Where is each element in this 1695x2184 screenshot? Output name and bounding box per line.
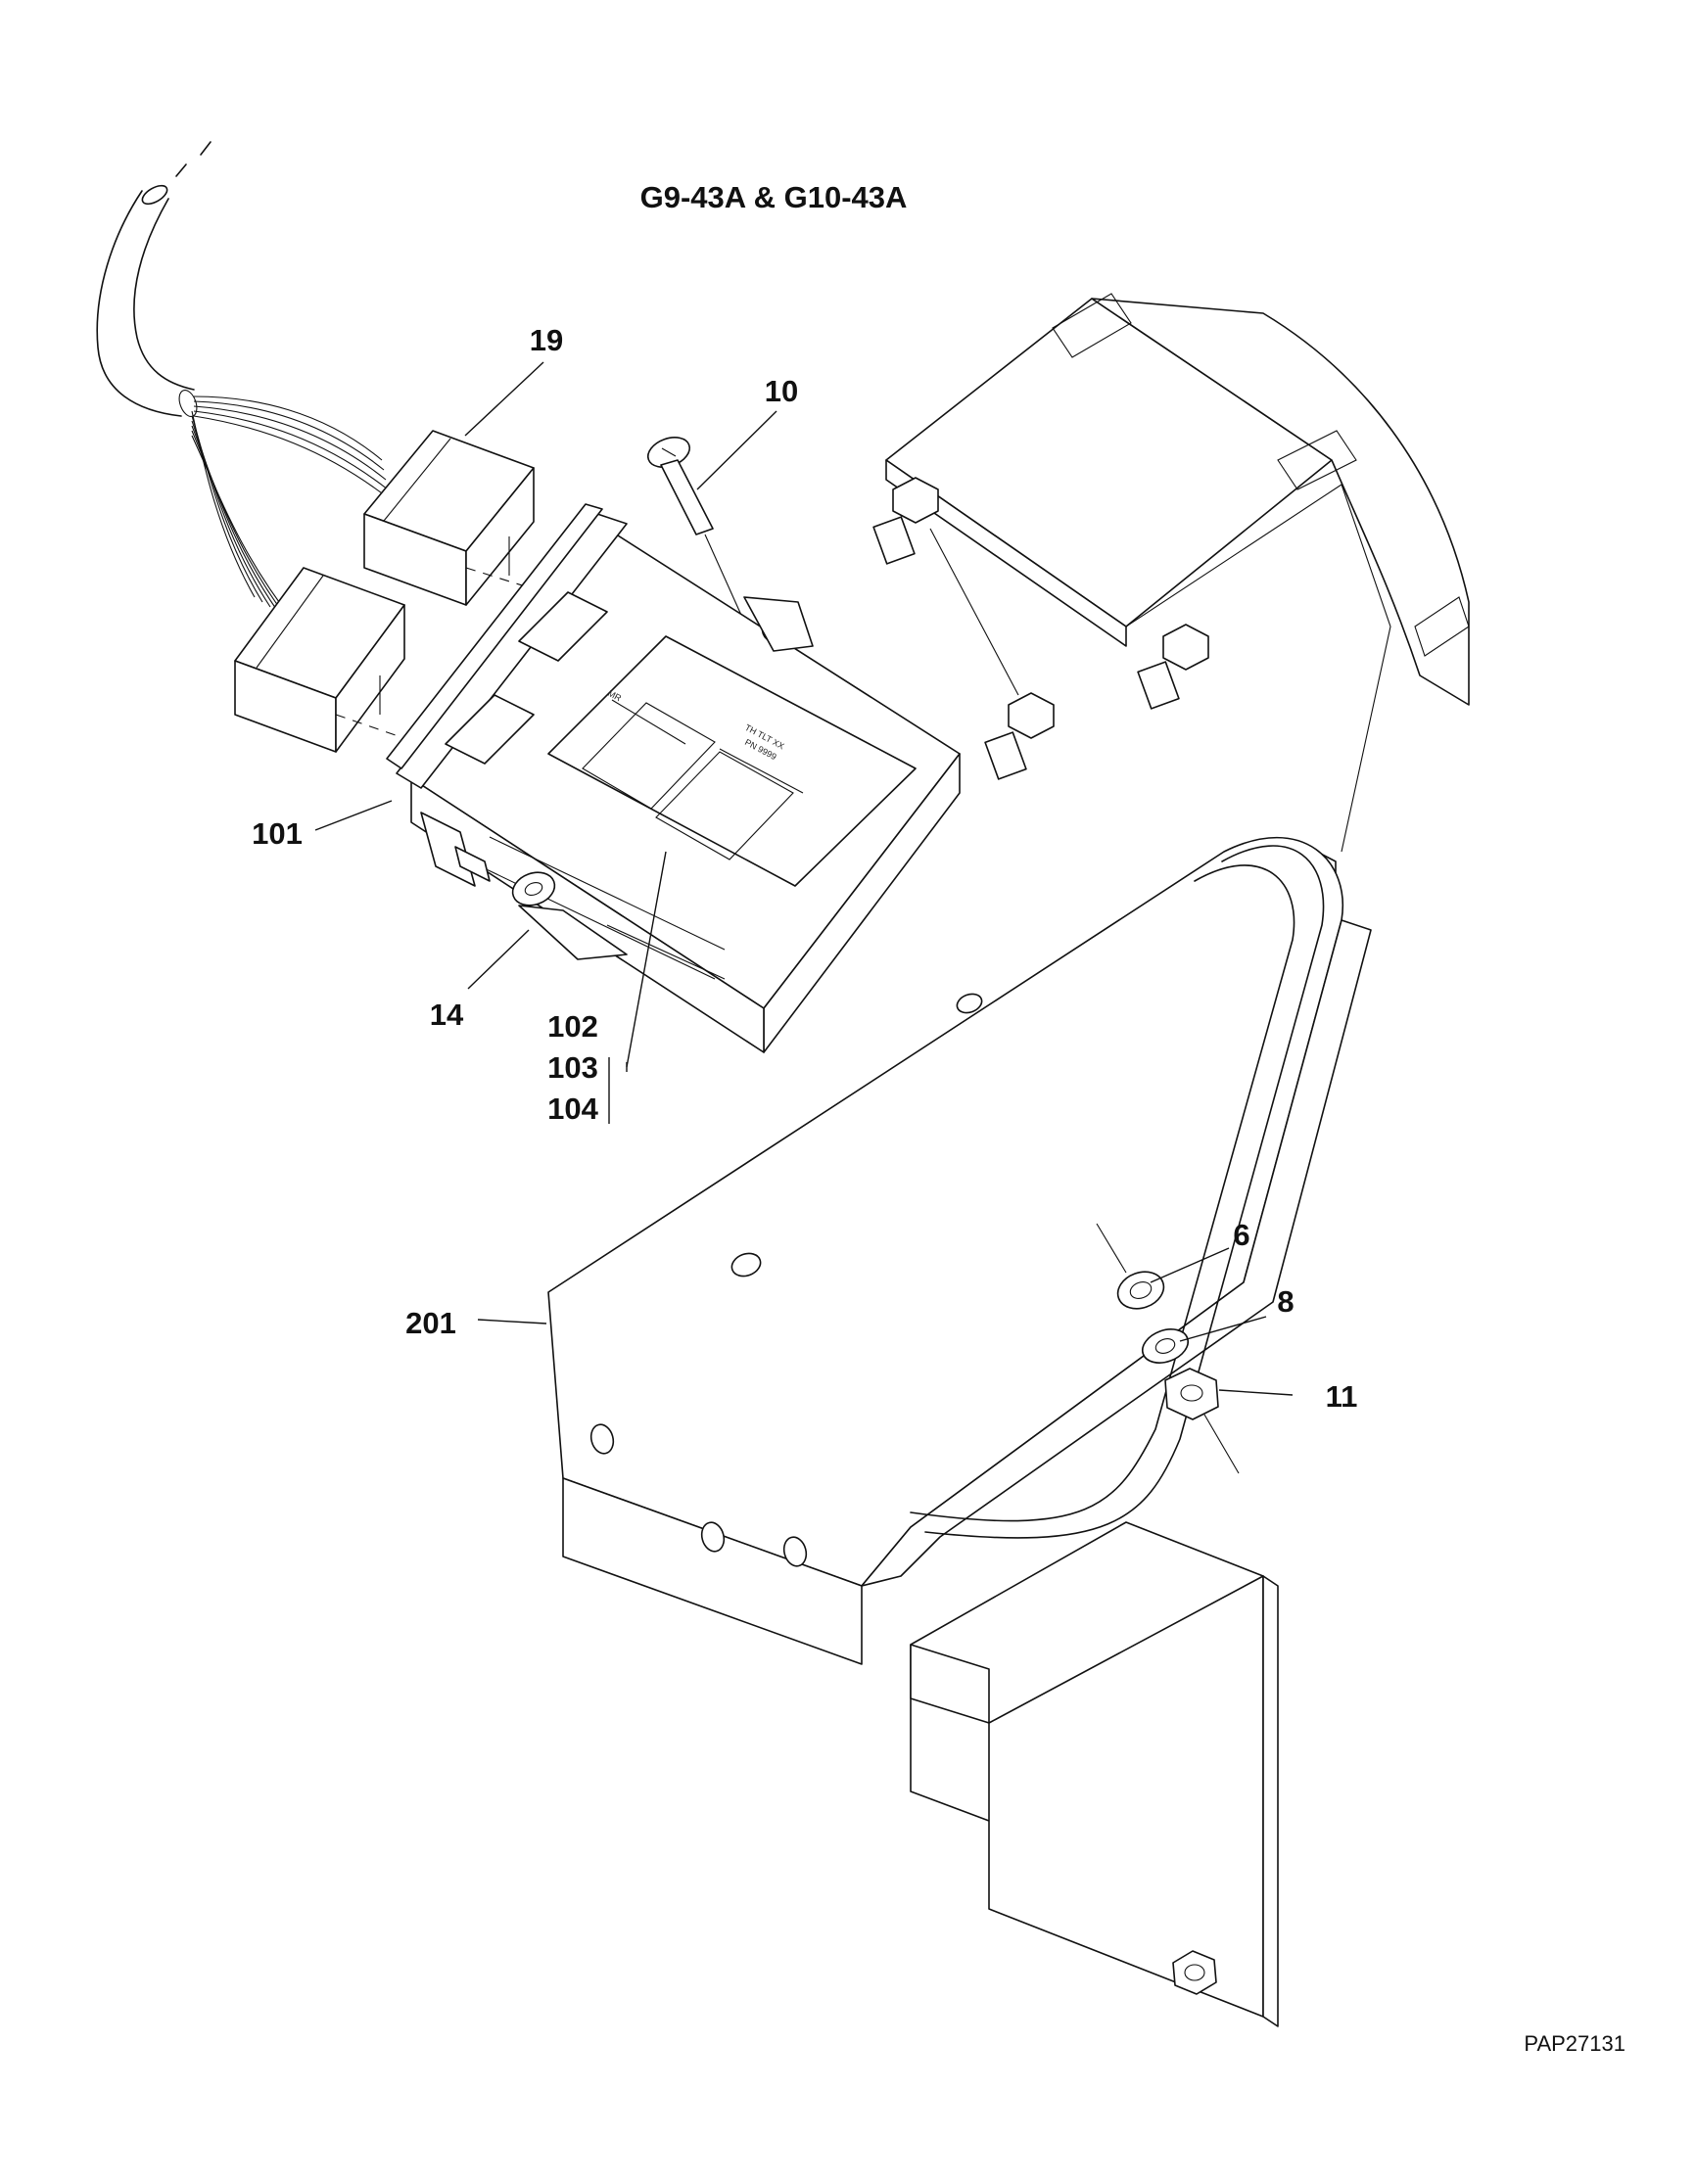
callout-6: 6 — [1233, 1218, 1249, 1252]
callout-14: 14 — [430, 998, 464, 1032]
bolt-icon — [646, 437, 745, 623]
wire-harness-icon — [96, 141, 391, 623]
stud-icon — [872, 477, 939, 565]
callout-101: 101 — [252, 816, 303, 851]
control-module-icon: TH TLT XX PN 9999 MR — [386, 503, 961, 1053]
connector-icon — [234, 567, 405, 753]
stud-icon — [1137, 624, 1209, 710]
mount-bracket-icon — [511, 596, 814, 960]
diagram-title: G9-43A & G10-43A — [640, 180, 908, 214]
nut-icon — [1172, 1950, 1217, 1995]
stud-icon — [984, 692, 1055, 780]
connector-icon — [363, 430, 535, 606]
callout-19: 19 — [530, 323, 563, 357]
figure-id: PAP27131 — [1524, 2031, 1625, 2056]
motor-icon — [872, 293, 1470, 930]
washer-icon — [1141, 1328, 1190, 1364]
callout-103: 103 — [547, 1050, 598, 1085]
callout-11: 11 — [1326, 1379, 1358, 1414]
nut-icon — [1164, 1368, 1240, 1474]
bracket-icon — [547, 836, 1372, 2027]
callout-104: 104 — [547, 1092, 598, 1126]
callout-201: 201 — [405, 1306, 456, 1340]
callout-10: 10 — [765, 374, 798, 408]
callout-102: 102 — [547, 1009, 598, 1044]
callout-8: 8 — [1277, 1284, 1294, 1319]
